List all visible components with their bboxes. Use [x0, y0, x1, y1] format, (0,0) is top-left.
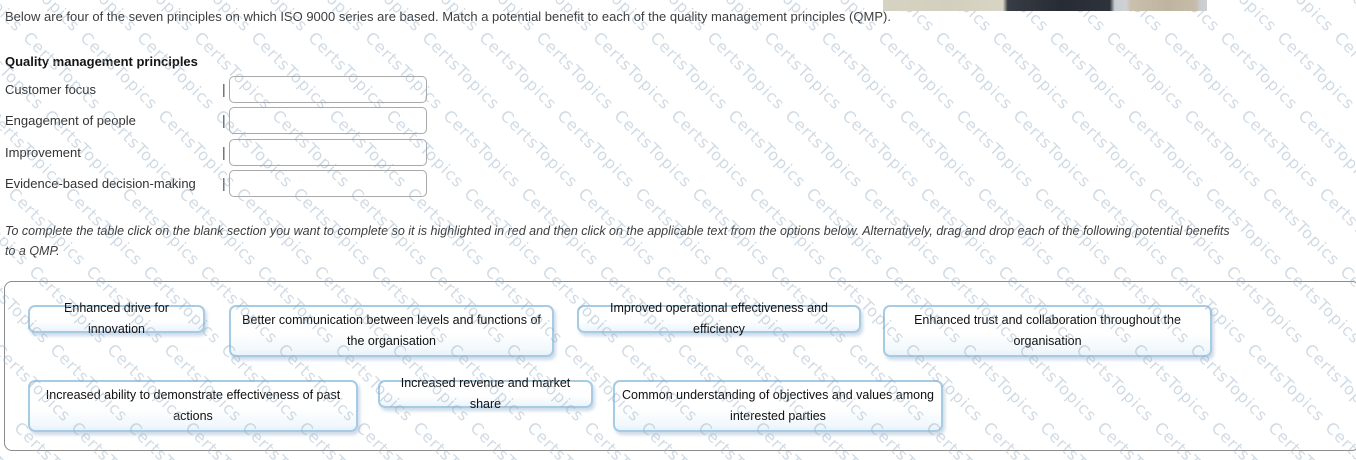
option-label: Better communication between levels and … — [242, 313, 541, 348]
option-improved-operational-effectiveness[interactable]: Improved operational effectiveness and e… — [577, 301, 861, 336]
watermark-text: CertsTopics — [1310, 0, 1356, 35]
option-label: Enhanced trust and collaboration through… — [914, 313, 1181, 348]
qmp-section-heading: Quality management principles — [5, 54, 198, 69]
option-enhanced-trust-and-collaboration[interactable]: Enhanced trust and collaboration through… — [883, 305, 1212, 357]
option-label: Improved operational effectiveness and e… — [610, 301, 828, 336]
pipe-separator: | — [222, 175, 226, 191]
qmp-row-evidence-based-decision-making: Evidence-based decision-making | — [0, 170, 1356, 197]
pipe-separator: | — [222, 144, 226, 160]
option-increased-revenue-market-share[interactable]: Increased revenue and market share — [378, 376, 593, 411]
qmp-row-engagement-of-people: Engagement of people | — [0, 107, 1356, 134]
answer-blank-engagement-of-people[interactable] — [229, 107, 427, 134]
benefit-options-panel — [4, 281, 1356, 451]
option-common-understanding-objectives-values[interactable]: Common understanding of objectives and v… — [613, 380, 943, 432]
question-intro-text: Below are four of the seven principles o… — [5, 9, 891, 24]
qmp-label: Engagement of people — [5, 113, 136, 128]
qmp-row-improvement: Improvement | — [0, 139, 1356, 166]
option-better-communication[interactable]: Better communication between levels and … — [229, 305, 554, 357]
qmp-label: Customer focus — [5, 82, 97, 97]
answer-blank-customer-focus[interactable] — [229, 76, 427, 103]
pipe-separator: | — [222, 81, 226, 97]
qmp-label: Evidence-based decision-making — [5, 176, 196, 191]
qmp-label: Improvement — [5, 145, 81, 160]
option-label: Increased ability to demonstrate effecti… — [45, 388, 341, 423]
watermark-text: CertsTopics — [1196, 0, 1281, 35]
answer-blank-evidence-based-decision-making[interactable] — [229, 170, 427, 197]
option-label: Increased revenue and market share — [400, 376, 571, 411]
instructions-text: To complete the table click on the blank… — [5, 224, 1230, 258]
option-enhanced-drive-for-innovation[interactable]: Enhanced drive for innovation — [28, 301, 205, 336]
pipe-separator: | — [222, 112, 226, 128]
partial-photo-strip — [883, 0, 1207, 11]
qmp-row-customer-focus: Customer focus | — [0, 76, 1356, 103]
option-demonstrate-effectiveness-past-actions[interactable]: Increased ability to demonstrate effecti… — [28, 380, 358, 432]
answer-blank-improvement[interactable] — [229, 139, 427, 166]
option-label: Enhanced drive for innovation — [64, 301, 169, 336]
watermark-text: CertsTopics — [1253, 0, 1338, 35]
option-label: Common understanding of objectives and v… — [622, 388, 934, 423]
